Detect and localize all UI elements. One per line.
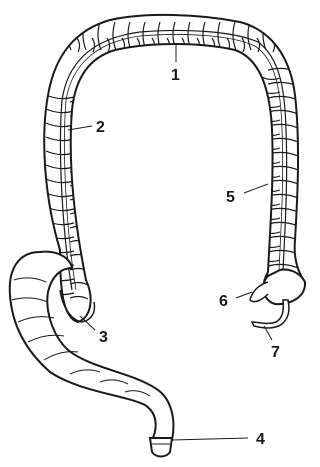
callout-line-5	[244, 184, 268, 193]
colon-body	[44, 15, 305, 322]
label-7: 7	[271, 344, 280, 361]
anal-canal	[150, 438, 172, 457]
label-5: 5	[226, 189, 235, 206]
label-4: 4	[256, 431, 265, 448]
label-6: 6	[219, 293, 228, 310]
rectum	[10, 252, 174, 440]
callout-line-4	[172, 438, 248, 440]
ileum-end	[250, 282, 268, 302]
callout-line-3	[80, 316, 95, 330]
appendix	[252, 300, 289, 328]
label-1: 1	[171, 67, 180, 84]
label-3: 3	[99, 329, 108, 346]
haustrum-fold	[70, 114, 88, 117]
haustrum-fold	[70, 142, 88, 145]
cecum	[263, 270, 305, 305]
callout-line-6	[236, 292, 252, 298]
haustrum-fold	[70, 170, 88, 173]
label-2: 2	[96, 119, 105, 136]
haustrum-fold	[70, 156, 88, 159]
